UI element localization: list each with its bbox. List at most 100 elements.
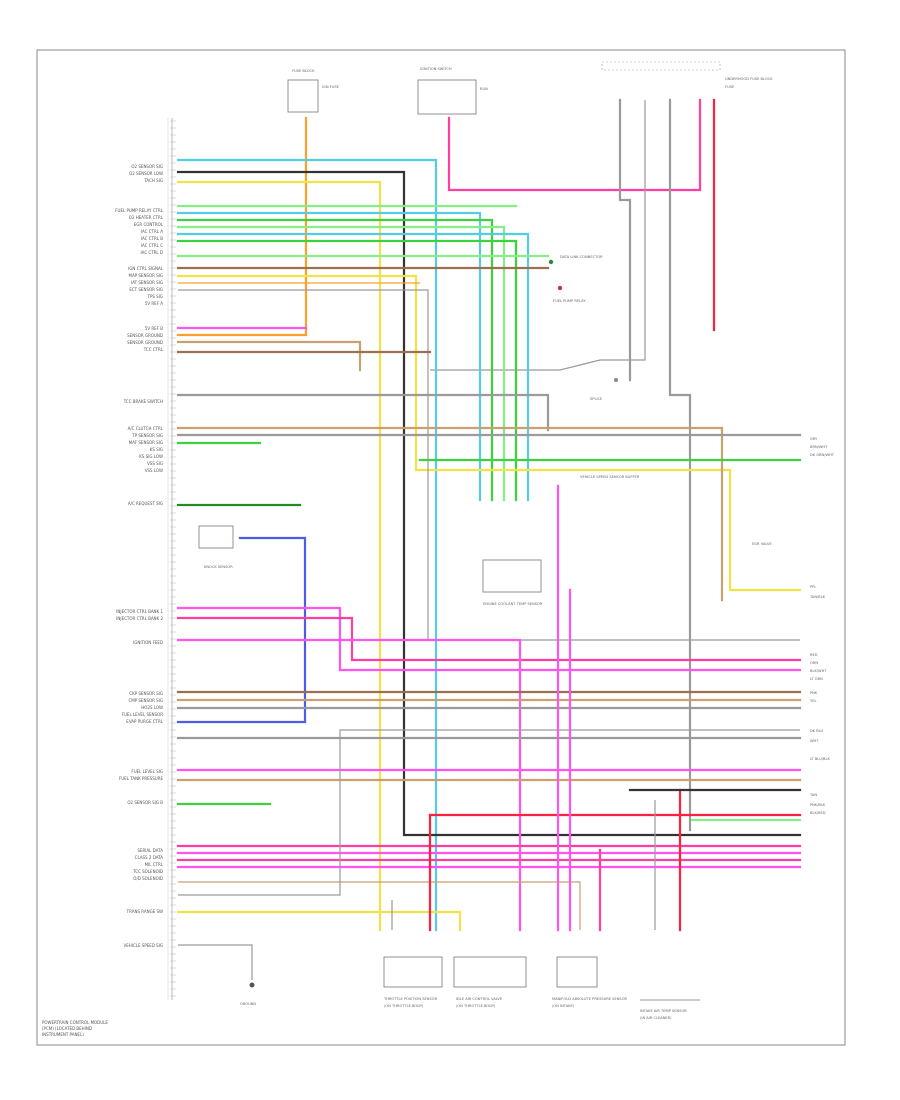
pcm-pin-label: O2 SENSOR SIG B <box>127 800 163 805</box>
pcm-pin-label: VSS SIG <box>147 461 163 466</box>
pcm-pin-label: ECT SENSOR SIG <box>129 287 163 292</box>
svg-text:IGNITION SWITCH: IGNITION SWITCH <box>420 67 452 71</box>
data-link-connector: DATA LINK CONNECTOR FUEL PUMP RELAY <box>548 255 603 303</box>
right-wire-color-label: WHT <box>810 739 819 743</box>
pcm-pin-label: EGR CONTROL <box>134 222 164 227</box>
svg-text:(ON INTAKE): (ON INTAKE) <box>552 1004 575 1008</box>
ground-point: GROUND <box>240 982 256 1006</box>
pcm-pin-label: O/D SOLENOID <box>133 876 163 881</box>
pcm-title-line-1: POWERTRAIN CONTROL MODULE <box>42 1020 108 1025</box>
svg-text:DATA LINK CONNECTOR: DATA LINK CONNECTOR <box>560 255 603 259</box>
right-wire-color-label: ORN <box>810 661 818 665</box>
egr-valve: EGR VALVE <box>752 542 772 546</box>
svg-text:SPLICE: SPLICE <box>590 397 603 401</box>
pcm-pin-label: O2 SENSOR SIG <box>131 164 163 169</box>
wire-segment <box>178 729 800 896</box>
svg-text:(IN AIR CLEANER): (IN AIR CLEANER) <box>640 1016 672 1020</box>
wire-segment <box>447 98 702 192</box>
knock-sensor: KNOCK SENSOR <box>198 525 234 569</box>
right-wire-color-label: PPL <box>810 585 816 589</box>
wire-segment <box>178 289 800 641</box>
right-wire-color-label: BLK/RED <box>810 811 826 815</box>
right-wire-color-label: TAN <box>809 793 817 797</box>
right-wire-color-label: LT GRN <box>810 677 823 681</box>
pcm-pin-label: MAP SENSOR SIG <box>129 273 164 278</box>
pcm-pin-label: VEHICLE SPEED SIG <box>124 943 163 948</box>
map-sensor: MANIFOLD ABSOLUTE PRESSURE SENSOR (ON IN… <box>552 956 628 1008</box>
splice-point: SPLICE <box>590 378 618 401</box>
svg-text:ENGINE COOLANT TEMP SENSOR: ENGINE COOLANT TEMP SENSOR <box>483 602 543 606</box>
idle-air-control-valve: IDLE AIR CONTROL VALVE (ON THROTTLE BODY… <box>453 956 527 1008</box>
ignition-switch: IGNITION SWITCH RUN <box>417 67 488 115</box>
wire-segment <box>176 393 550 432</box>
svg-text:THROTTLE POSITION SENSOR: THROTTLE POSITION SENSOR <box>383 997 438 1001</box>
pcm-pin-label: TPS SIG <box>147 294 163 299</box>
pcm-pin-label: IAC CTRL D <box>140 250 163 255</box>
wire-segment <box>178 881 581 930</box>
pcm-pin-label: O2 HEATER CTRL <box>129 215 164 220</box>
wire-segment <box>176 239 518 502</box>
pcm-pin-label: SENSOR GROUND <box>127 340 163 345</box>
pcm-pin-label: TCC BRAKE SWITCH <box>123 399 163 404</box>
right-wire-color-label: DK GRN/WHT <box>810 453 835 457</box>
right-wire-color-label: BRN/WHT <box>810 445 828 449</box>
pcm-pin-label: CLASS 2 DATA <box>135 855 164 860</box>
pcm-pin-label: IAC CTRL C <box>141 243 163 248</box>
svg-text:UNDERHOOD FUSE BLOCK: UNDERHOOD FUSE BLOCK <box>725 77 773 81</box>
wire-segment <box>176 232 530 502</box>
wire-segment <box>176 638 522 932</box>
svg-text:EGR VALVE: EGR VALVE <box>752 542 772 546</box>
wire-segment <box>176 426 724 602</box>
pcm-pin-label: CKP SENSOR SIG <box>129 691 163 696</box>
wire-segment <box>176 211 482 502</box>
pcm-pin-label: INJECTOR CTRL BANK 1 <box>116 609 163 614</box>
svg-text:FUSE: FUSE <box>725 85 735 89</box>
wire-segment <box>178 944 253 980</box>
pcm-pin-label: A/C REQUEST SIG <box>128 501 163 506</box>
throttle-position-sensor: THROTTLE POSITION SENSOR (ON THROTTLE BO… <box>383 956 443 1008</box>
pcm-pin-label: MIL CTRL <box>145 862 164 867</box>
pcm-title-line-3: INSTRUMENT PANEL) <box>42 1032 84 1037</box>
pcm-pin-label: FUEL LEVEL SIG <box>131 769 163 774</box>
wire-segment <box>176 225 506 502</box>
fuse-block: FUSE BLOCK IGN FUSE <box>287 69 340 113</box>
wire-segment <box>176 536 307 724</box>
svg-text:INTAKE AIR TEMP SENSOR: INTAKE AIR TEMP SENSOR <box>640 1009 687 1013</box>
pcm-pin-label: SERIAL DATA <box>137 848 163 853</box>
underhood-fuse-block: UNDERHOOD FUSE BLOCK FUSE <box>601 61 773 89</box>
pcm-pin-label: FUEL PUMP RELAY CTRL <box>115 208 164 213</box>
wire-segment <box>618 98 632 382</box>
right-wire-color-label: PNK/BLK <box>810 803 826 807</box>
svg-text:RUN: RUN <box>480 87 488 91</box>
wire-segment <box>176 158 438 932</box>
pcm-pin-label: KS SIG <box>150 447 163 452</box>
svg-text:GROUND: GROUND <box>240 1002 256 1006</box>
pcm-pin-label: EVAP PURGE CTRL <box>126 719 163 724</box>
right-wire-color-label: YEL <box>810 699 816 703</box>
wire-segment <box>176 218 494 502</box>
wire-harness <box>176 98 802 980</box>
pcm-pin-label: TCC SOLENOID <box>132 869 163 874</box>
wire-segment <box>668 98 692 832</box>
pcm-pin-label: IGN CTRL SIGNAL <box>128 266 164 271</box>
pcm-pin-label: IGNITION FEED <box>133 640 163 645</box>
pcm-pin-label: MAF SENSOR SIG <box>129 440 163 445</box>
right-wire-color-label: LT BLU/BLK <box>810 757 830 761</box>
wire-segment <box>176 274 802 592</box>
pcm-pin-label: IAT SENSOR SIG <box>131 280 163 285</box>
pcm-pin-label: SENSOR GROUND <box>127 333 163 338</box>
pcm-pin-label: IAC CTRL A <box>141 229 163 234</box>
svg-text:(ON THROTTLE BODY): (ON THROTTLE BODY) <box>384 1004 424 1008</box>
right-wire-color-label: BLK/WHT <box>810 669 827 673</box>
svg-text:KNOCK SENSOR: KNOCK SENSOR <box>204 565 233 569</box>
pcm-pin-label: VSS LOW <box>145 468 163 473</box>
pcm-pin-label: O2 SENSOR LOW <box>129 171 163 176</box>
svg-text:IDLE AIR CONTROL VALVE: IDLE AIR CONTROL VALVE <box>456 997 503 1001</box>
right-wire-color-label: RED <box>810 653 818 657</box>
ect-sensor: ENGINE COOLANT TEMP SENSOR <box>482 559 543 606</box>
diagram-frame <box>36 49 846 1046</box>
pcm-pin-label: FUEL LEVEL SENSOR <box>122 712 164 717</box>
